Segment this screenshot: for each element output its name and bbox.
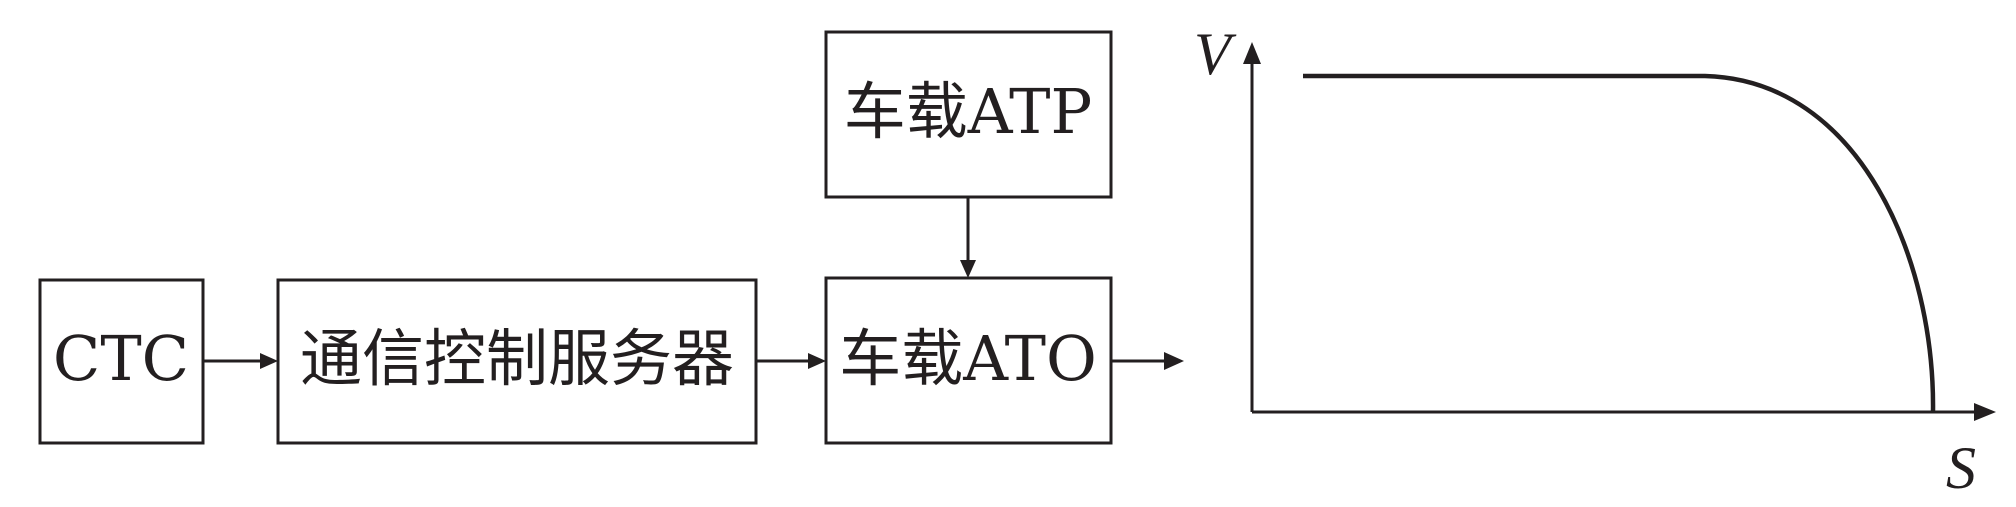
onboard-atp-block: 车载ATP [824, 30, 1113, 199]
x-axis [1252, 403, 1996, 421]
onboard-ato-block: 车载ATO [824, 276, 1113, 445]
speed-distance-graph: V S [1194, 21, 1996, 501]
comm-server-block: 通信控制服务器 [276, 278, 758, 445]
onboard-atp-label: 车载ATP [844, 75, 1092, 148]
y-axis [1243, 42, 1261, 412]
comm-server-label: 通信控制服务器 [300, 322, 734, 395]
speed-curve [1303, 73, 1936, 413]
block-diagram: CTC 通信控制服务器 车载ATP 车载ATO [38, 30, 1184, 445]
arrow-ctc-to-server [203, 353, 278, 369]
ctc-label: CTC [53, 322, 189, 395]
ctc-block: CTC [38, 278, 205, 445]
y-axis-label: V [1194, 21, 1237, 87]
arrow-server-to-ato [756, 353, 826, 369]
x-axis-label: S [1946, 435, 1976, 501]
arrow-ato-output [1111, 352, 1184, 370]
onboard-ato-label: 车载ATO [839, 322, 1097, 395]
arrow-atp-to-ato [960, 197, 976, 278]
